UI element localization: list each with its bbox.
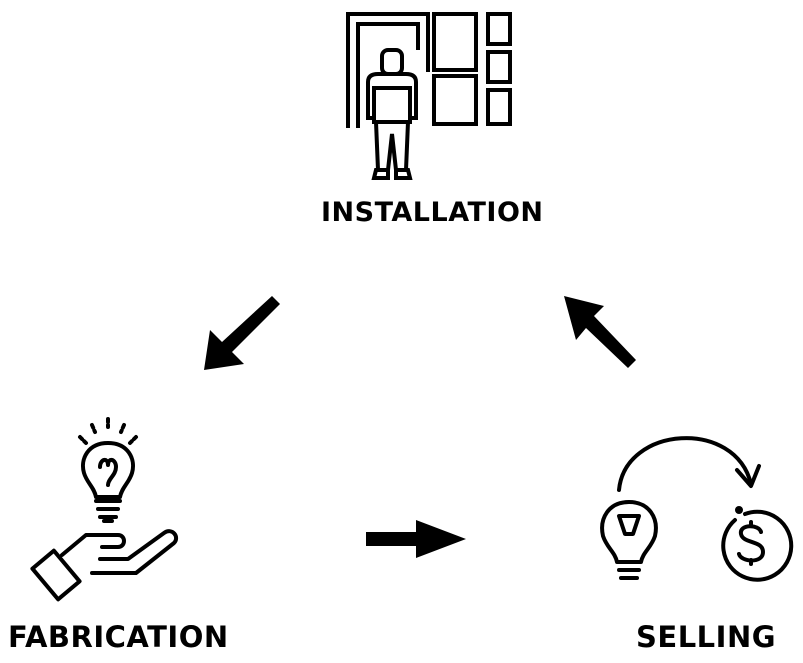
installation-label: INSTALLATION [321,197,544,228]
idea-to-money-icon [600,436,794,582]
hand-holding-lightbulb-icon [30,417,179,602]
selling-label: SELLING [636,620,777,654]
worker-installing-windows-icon [346,12,512,180]
fabrication-label: FABRICATION [8,620,229,654]
